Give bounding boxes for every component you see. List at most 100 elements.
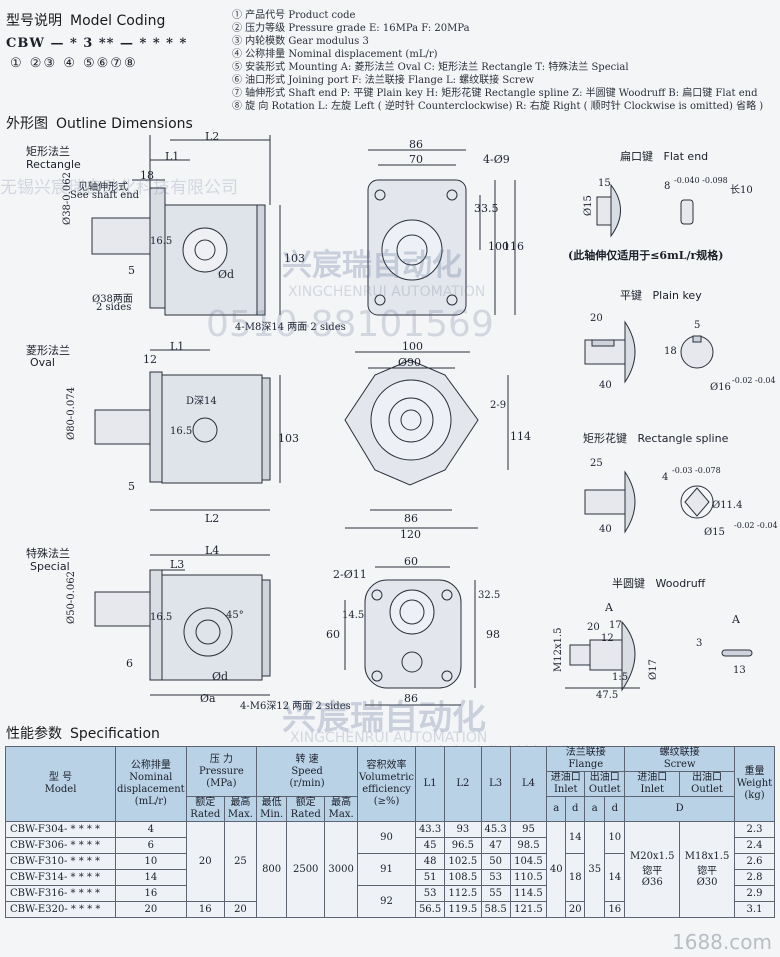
cell-l4: 98.5 — [509, 837, 548, 854]
plain-dim-20: 20 — [590, 313, 603, 324]
spline-dim-25: 25 — [590, 458, 603, 469]
cell-eff: 92 — [357, 885, 417, 918]
special-dim-d50: Ø50-0.062 — [66, 571, 77, 624]
legend-line: ⑥ 油口形式 Joining port F: 法兰联接 Flange L: 螺纹… — [232, 75, 535, 86]
woodruff-dim-20: 20 — [587, 622, 600, 633]
special-flange-label-en: Special — [30, 560, 70, 573]
model-code-positions: ① ②③ ④ ⑤⑥⑦⑧ — [10, 56, 138, 71]
oval-dim-d80: Ø80-0.074 — [66, 387, 77, 440]
cell-weight: 3.1 — [734, 901, 775, 918]
cell-l1: 45 — [415, 837, 446, 854]
plain-key-drawing — [584, 320, 714, 384]
spline-dim-40: 40 — [599, 524, 612, 535]
cell-model: CBW-E320- * * * * — [5, 901, 116, 918]
woodruff-drawing — [565, 620, 753, 692]
th-screw-inlet: 进油口 Inlet — [624, 771, 681, 797]
special-dim-45deg: 45° — [226, 610, 244, 621]
cell-l3: 45.3 — [480, 821, 511, 838]
table-row: CBW-F316- * * * * 16 92 53 112.5 55 114.… — [5, 885, 775, 918]
cell-l4: 104.5 — [509, 853, 548, 870]
th-speed-min: 最低 Min. — [256, 796, 288, 822]
th-speed: 转 速 Speed (r/min) — [256, 746, 359, 797]
oval-dim-5: 5 — [128, 480, 135, 493]
flat-dim-8: 8 — [664, 181, 671, 192]
cell-outlet-d: 10 — [604, 821, 626, 854]
cell-weight: 2.8 — [734, 869, 775, 886]
oval-dim-l1: L1 — [170, 340, 185, 353]
cell-l1: 56.5 — [415, 901, 446, 918]
rect-dim-18: 18 — [140, 169, 154, 182]
rect-dim-l1: L1 — [165, 150, 180, 163]
table-row: CBW-E320- * * * * 20 16 20 56.5 119.5 58… — [5, 901, 775, 918]
outline-title-cn: 外形图 — [6, 116, 48, 132]
th-screw: 螺纹联接 Screw — [624, 746, 735, 772]
cell-l3: 53 — [480, 869, 511, 886]
special-dim-od: Ød — [212, 670, 229, 683]
rect-dim-165: 16.5 — [150, 236, 173, 247]
rect-dim-5: 5 — [128, 264, 135, 277]
special-front-60v: 60 — [326, 628, 340, 641]
flat-end-drawing — [596, 183, 694, 238]
cell-eff: 91 — [357, 853, 417, 886]
cell-l3: 55 — [480, 885, 511, 902]
th-screw-outlet: 出油口 Outlet — [679, 771, 735, 797]
watermark-brand-cn-mid: 兴宸瑞自动化 — [282, 698, 486, 738]
cell-inlet-a: 40 — [546, 821, 567, 918]
cell-model: CBW-F304- * * * * — [5, 821, 116, 838]
rect-front-100: 100 — [488, 240, 509, 253]
cell-speed-max: 3000 — [324, 821, 359, 918]
flat-dim-tol: -0.040 -0.098 — [674, 176, 728, 185]
cell-l2: 96.5 — [444, 837, 482, 854]
legend-line: ① 产品代号 Product code — [232, 10, 356, 21]
plain-dim-tol: -0.02 -0.04 — [732, 376, 776, 385]
plain-key-cn: 平键 — [620, 289, 642, 302]
cell-l2: 108.5 — [444, 869, 482, 886]
special-m6-thread: 4-M6深12 两面 2 sides — [240, 701, 351, 712]
cell-disp: 4 — [115, 821, 187, 838]
woodruff-dim-m12: M12x1.5 — [553, 627, 564, 672]
th-outlet-a: a — [584, 796, 606, 822]
legend-line: ③ 内轮模数 Gear modulus 3 — [232, 36, 369, 47]
flat-dim-len: 长10 — [730, 185, 753, 196]
oval-dim-l2: L2 — [205, 512, 220, 525]
cell-l2: 112.5 — [444, 885, 482, 902]
spline-dim-15: Ø15 — [704, 527, 725, 538]
cell-outlet-d: 16 — [604, 901, 626, 918]
th-l1: L1 — [415, 746, 446, 822]
model-coding-title-en: Model Coding — [70, 13, 166, 29]
spec-table: 型 号 Model 公称排量 Nominal displacement (mL/… — [5, 746, 775, 918]
th-inlet-a: a — [546, 796, 567, 822]
woodruff-ratio: 1:5 — [612, 672, 629, 683]
woodruff-dim-13: 13 — [733, 665, 746, 676]
cell-disp: 6 — [115, 837, 187, 854]
oval-flange-label-en: Oval — [30, 356, 55, 369]
oval-dim-103: 103 — [278, 432, 299, 445]
oval-front-d90: Ø90 — [398, 356, 422, 369]
spline-en: Rectangle spline — [637, 432, 729, 445]
cell-disp: 20 — [115, 901, 187, 918]
rect-front-335: 33.5 — [474, 202, 499, 215]
spec-title-en: Specification — [70, 726, 160, 742]
see-shaft-cn: 见轴伸形式 — [78, 182, 128, 193]
watermark-brand-cn-top: 兴宸瑞自动化 — [282, 248, 462, 283]
cell-screw-outlet: M18x1.5 锪平 Ø30 — [679, 821, 735, 918]
rect-two-sides: 2 sides — [96, 302, 132, 313]
special-dim-l4: L4 — [205, 544, 220, 557]
woodruff-dim-475: 47.5 — [596, 690, 619, 701]
th-l4: L4 — [509, 746, 548, 822]
th-weight: 重量 Weight (kg) — [734, 746, 775, 822]
special-dim-6: 6 — [126, 657, 133, 670]
cell-eff: 90 — [357, 821, 417, 854]
cell-weight: 2.6 — [734, 853, 775, 870]
cell-model: CBW-F306- * * * * — [5, 837, 116, 854]
spec-header-row-1: 型 号 Model 公称排量 Nominal displacement (mL/… — [5, 746, 775, 822]
coding-legend: ① 产品代号 Product code ② 压力等级 Pressure grad… — [232, 9, 763, 113]
th-l3: L3 — [480, 746, 511, 822]
special-front-98: 98 — [486, 628, 500, 641]
oval-side-view — [94, 349, 281, 511]
th-pressure: 压 力 Pressure (MPa) — [185, 746, 258, 797]
th-flange: 法兰联接 Flange — [546, 746, 626, 772]
cell-disp: 16 — [115, 885, 187, 902]
woodruff-dim-17: 17 — [609, 620, 622, 631]
